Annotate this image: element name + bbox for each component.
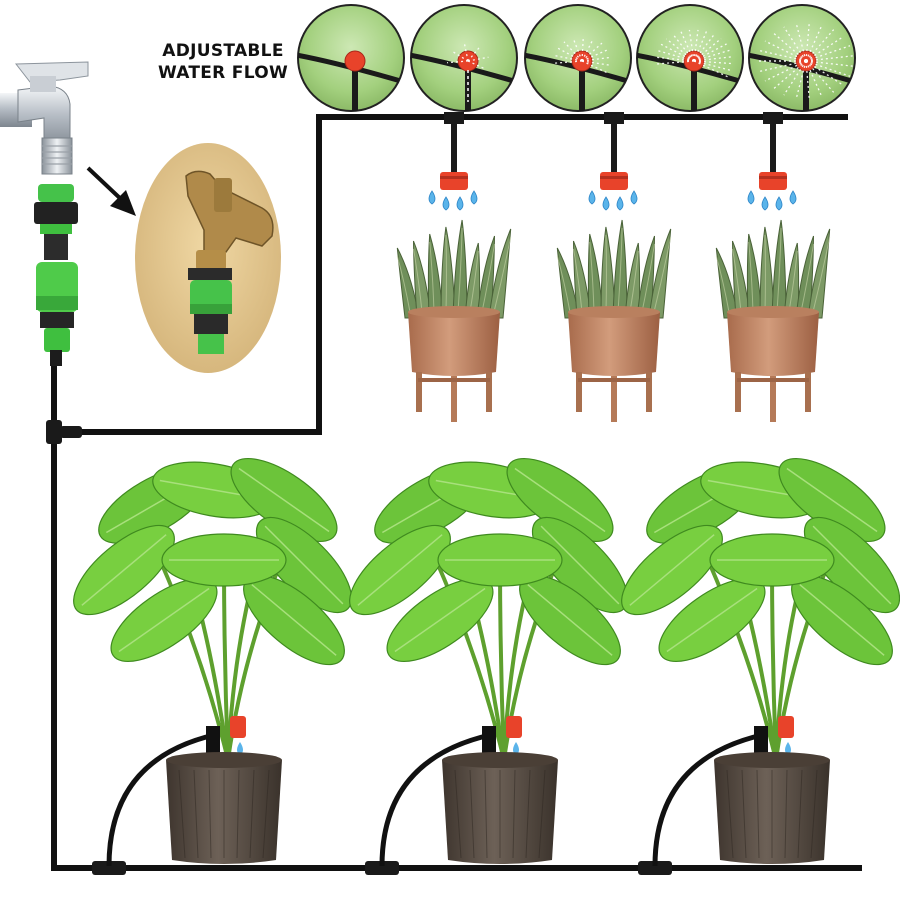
spray-circle-closed (297, 4, 405, 112)
terracotta-pot (727, 306, 819, 422)
lower-planter-2 (349, 457, 629, 867)
lower-planters (73, 457, 900, 867)
tee-connectors (46, 420, 672, 875)
terracotta-pot (568, 306, 660, 422)
water-drop-icon (237, 742, 243, 755)
water-drop-icon (470, 190, 478, 205)
headline-line-1: ADJUSTABLE (162, 41, 284, 61)
broad-leaves (621, 457, 900, 666)
spray-circle-medium-spray (636, 4, 744, 112)
upper-planter-2 (556, 112, 672, 422)
lower-main-tube (51, 432, 862, 871)
drip-feed-line (106, 726, 220, 867)
faucet-connector-adapter (34, 184, 78, 366)
snake-plant-leaves (715, 219, 831, 319)
terracotta-pot (408, 306, 500, 422)
adjustable-dripper-icon (588, 112, 638, 211)
brown-plastic-pot (714, 752, 830, 864)
brown-plastic-pot (166, 752, 282, 864)
water-drop-icon (616, 196, 624, 211)
drip-feed-line (379, 726, 496, 867)
main-supply-tubing (51, 114, 862, 871)
water-drop-icon (747, 190, 755, 205)
snake-plant-leaves (396, 219, 512, 319)
adjustable-dripper-icon (778, 716, 794, 755)
lower-planter-1 (73, 457, 353, 867)
upper-planters (396, 112, 831, 422)
spray-circle-drip (410, 4, 518, 112)
adjustable-dripper-icon (230, 716, 246, 755)
broad-leaves (73, 457, 353, 666)
spray-circle-low-spray (524, 4, 632, 112)
adjustable-dripper-icon (506, 716, 522, 755)
arrow-down-right-icon (86, 166, 136, 216)
broad-leaves (349, 457, 629, 666)
lower-planter-3 (621, 457, 900, 867)
faucet-adapter-detail (135, 143, 281, 373)
adjustable-water-flow-label: ADJUSTABLE WATER FLOW (138, 40, 308, 84)
spray-circle-full-spray (748, 4, 856, 112)
adjustable-dripper-icon (428, 112, 478, 211)
adjustable-dripper-icon (747, 112, 797, 211)
water-drop-icon (775, 196, 783, 211)
water-drop-icon (630, 190, 638, 205)
upper-planter-1 (396, 112, 512, 422)
brown-plastic-pot (442, 752, 558, 864)
snake-plant-leaves (556, 219, 672, 319)
water-drop-icon (442, 196, 450, 211)
headline-line-2: WATER FLOW (157, 63, 289, 83)
water-drop-icon (588, 190, 596, 205)
water-drop-icon (513, 742, 519, 755)
faucet-icon (0, 61, 89, 175)
upper-branch-tube (51, 114, 848, 435)
water-drop-icon (428, 190, 436, 205)
water-drop-icon (761, 196, 769, 211)
water-drop-icon (602, 196, 610, 211)
upper-planter-3 (715, 112, 831, 422)
drip-feed-line (652, 726, 768, 867)
water-drop-icon (789, 190, 797, 205)
water-drop-icon (785, 742, 791, 755)
water-drop-icon (456, 196, 464, 211)
spray-level-circles (297, 4, 856, 112)
